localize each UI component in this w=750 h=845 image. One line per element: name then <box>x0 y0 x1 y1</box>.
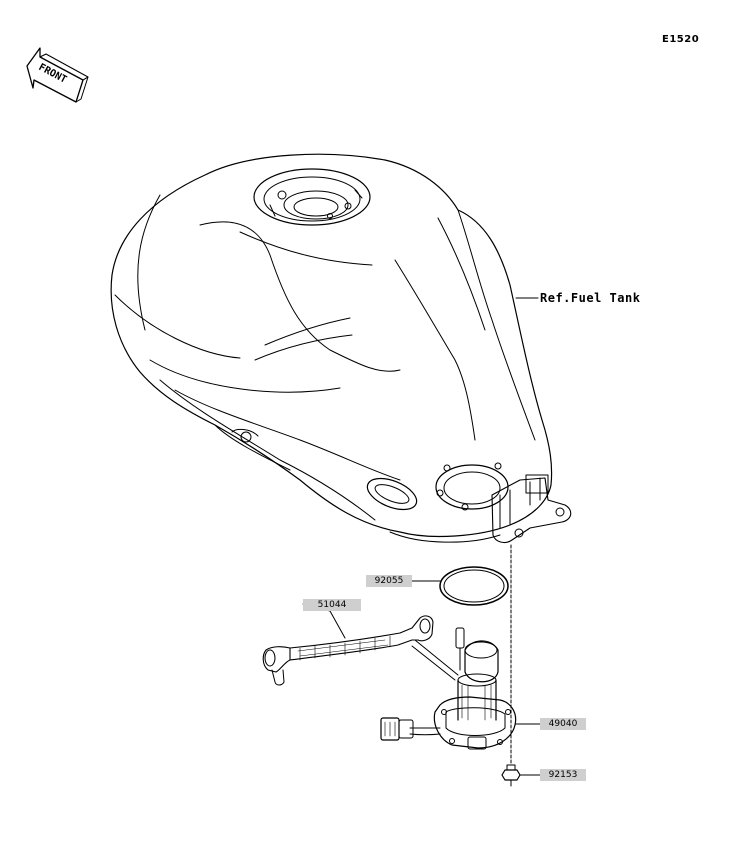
part-label-92153[interactable]: 92153 <box>540 769 586 781</box>
leader-51044 <box>329 610 346 639</box>
fuel-pump <box>380 627 517 750</box>
diagram-code: E1520 <box>662 34 700 45</box>
fuel-hose <box>262 615 434 686</box>
part-label-92055[interactable]: 92055 <box>366 575 412 587</box>
o-ring <box>439 566 509 606</box>
fuel-tank <box>110 153 572 544</box>
front-arrow-icon <box>26 47 89 103</box>
part-label-49040[interactable]: 49040 <box>540 718 586 730</box>
bolt <box>501 764 521 787</box>
ref-fuel-tank-label: Ref.Fuel Tank <box>540 291 641 305</box>
part-label-51044[interactable]: 51044 <box>303 599 361 611</box>
